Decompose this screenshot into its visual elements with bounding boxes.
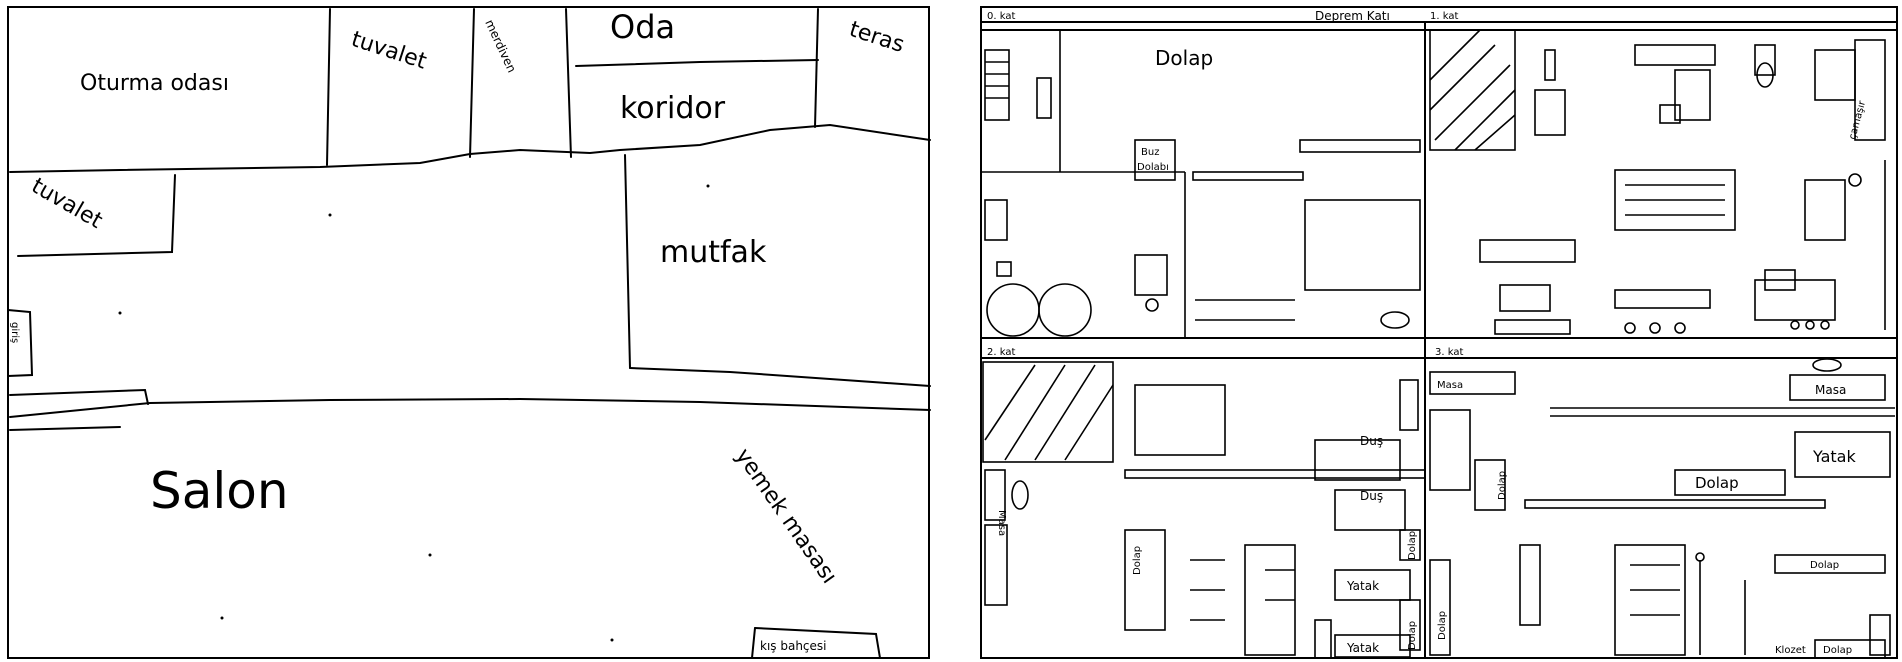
masa-right-box bbox=[1789, 374, 1886, 401]
label-oturma-odasi: Oturma odası bbox=[80, 71, 229, 96]
wall-kis-bahcesi bbox=[754, 627, 881, 659]
floor0-plan bbox=[981, 30, 1421, 338]
dolap-v5-label: Dolap bbox=[1437, 611, 1448, 640]
left-plan-drawing: Oturma odası tuvalet merdiven Oda teras … bbox=[7, 6, 931, 659]
floor1-title: 1. kat bbox=[1430, 11, 1458, 22]
masa-right-label: Masa bbox=[1815, 383, 1846, 397]
masa-left-box bbox=[1429, 371, 1516, 395]
dolap-mid-box bbox=[1674, 469, 1786, 496]
wall-kis-bahcesi-side bbox=[751, 627, 756, 659]
masa-left-label: Masa bbox=[1437, 380, 1463, 391]
wall-merdiven-oda bbox=[565, 8, 572, 158]
right-floor-plans: 0. kat Deprem Katı Dolap Buz Dolabı bbox=[975, 0, 1902, 662]
label-mutfak: mutfak bbox=[660, 235, 767, 270]
floor0-dolap: Dolap bbox=[1155, 46, 1213, 70]
dolap-lower-label: Dolap bbox=[1810, 560, 1839, 571]
floor3-plan bbox=[1429, 358, 1895, 659]
label-merdiven: merdiven bbox=[482, 17, 519, 74]
wall-salon-top bbox=[9, 397, 931, 418]
floor1-plan bbox=[1429, 29, 1886, 335]
right-plan-drawing: 0. kat Deprem Katı Dolap Buz Dolabı bbox=[980, 6, 1898, 659]
right-outer-border bbox=[980, 6, 1898, 659]
wall-oda-teras bbox=[814, 8, 819, 128]
floor2-title: 2. kat bbox=[987, 347, 1015, 358]
left-outer-border bbox=[7, 6, 930, 659]
dolap-bottom-label: Dolap bbox=[1823, 645, 1852, 656]
label-kis-bahcesi: kış bahçesi bbox=[760, 639, 827, 653]
label-teras: teras bbox=[846, 17, 907, 58]
yatak-right-box bbox=[1794, 431, 1891, 478]
dolap-v4-label: Dolap bbox=[1497, 471, 1508, 500]
dolap-lower-box bbox=[1774, 554, 1886, 574]
left-floor-plan: Oturma odası tuvalet merdiven Oda teras … bbox=[0, 0, 940, 662]
dus-label-2: Duş bbox=[1360, 489, 1383, 503]
dolap-mid-label: Dolap bbox=[1695, 474, 1739, 492]
floor0-title: 0. kat bbox=[987, 11, 1015, 22]
wall-top-band bbox=[9, 123, 931, 173]
wall-tuvalet-merdiven bbox=[469, 8, 475, 158]
wall-salon-step-2 bbox=[9, 426, 121, 431]
dus-label-1: Duş bbox=[1360, 434, 1383, 448]
buz-label-2: Dolabı bbox=[1137, 162, 1169, 173]
wall-oturma-tuvalet bbox=[326, 8, 331, 166]
label-tuvalet-top: tuvalet bbox=[348, 27, 430, 75]
wall-oda-koridor bbox=[575, 59, 819, 67]
yatak-right-label: Yatak bbox=[1812, 447, 1856, 466]
dolap-bottom-box bbox=[1814, 639, 1886, 659]
dolap-v2-label: Dolap bbox=[1407, 531, 1418, 560]
wall-giris bbox=[7, 309, 34, 377]
yatak-label-2: Yatak bbox=[1346, 641, 1379, 655]
label-tuvalet-left: tuvalet bbox=[27, 174, 107, 235]
floor3-title: 3. kat bbox=[1435, 347, 1463, 358]
label-oda: Oda bbox=[610, 8, 675, 46]
wall-salon-step bbox=[9, 388, 149, 405]
wall-tuvalet-left bbox=[17, 174, 176, 257]
masa-v-label: Masa bbox=[996, 510, 1007, 536]
wall-mutfak-left bbox=[624, 154, 631, 369]
buz-label-1: Buz bbox=[1141, 147, 1159, 158]
klozet-label: Klozet bbox=[1775, 645, 1806, 656]
floor2-plan bbox=[982, 361, 1426, 659]
deprem-kati-title: Deprem Katı bbox=[1315, 9, 1390, 23]
label-giris: giriş bbox=[9, 322, 20, 343]
dolap-v1-label: Dolap bbox=[1132, 546, 1143, 575]
label-salon: Salon bbox=[150, 462, 289, 520]
dolap-v3-label: Dolap bbox=[1407, 621, 1418, 650]
buz-dolabi-box bbox=[1134, 139, 1176, 181]
camasir-label: çamaşır bbox=[1847, 99, 1868, 141]
label-koridor: koridor bbox=[620, 91, 726, 126]
yatak-label-1: Yatak bbox=[1346, 579, 1379, 593]
wall-mutfak-bottom bbox=[629, 367, 931, 387]
label-yemek-masasi: yemek masası bbox=[730, 444, 841, 588]
